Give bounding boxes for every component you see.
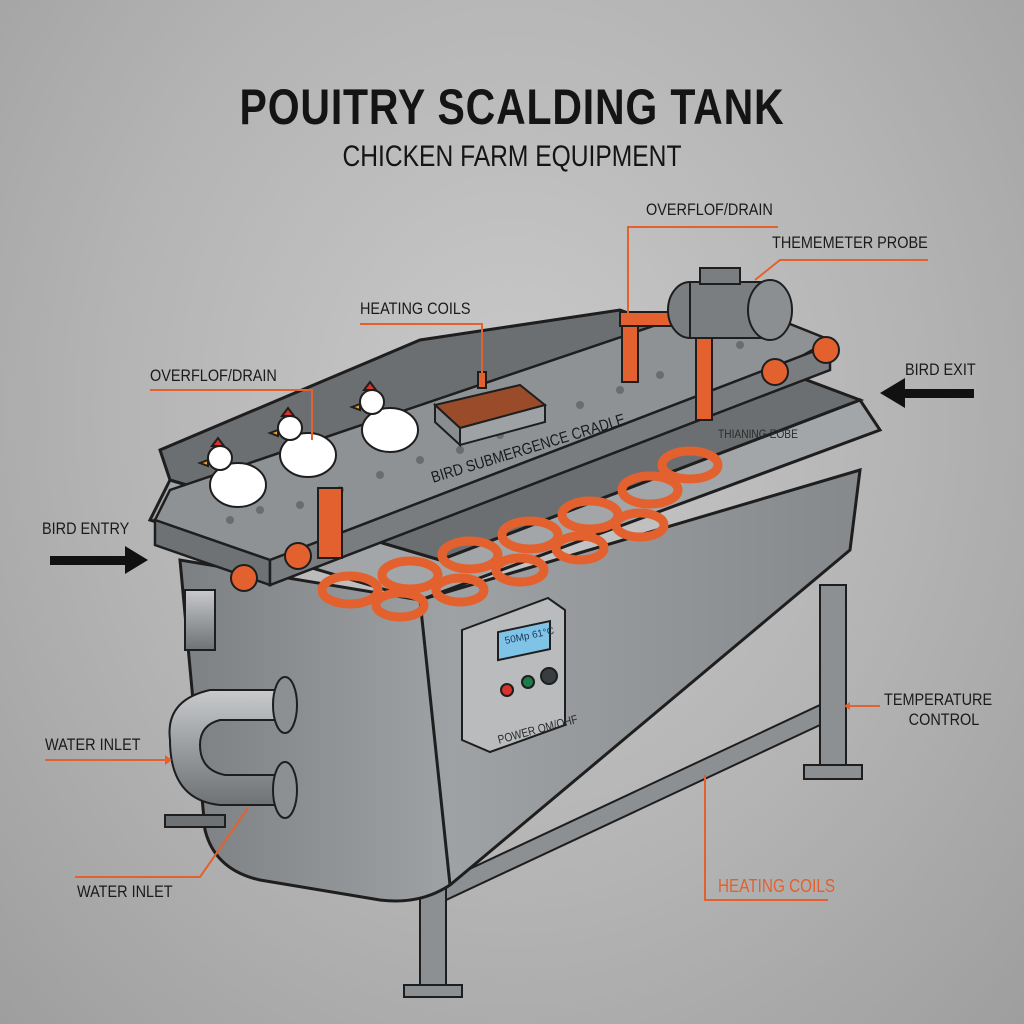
diagram-subtitle: CHICKEN FARM EQUIPMENT bbox=[342, 140, 682, 173]
label-overflow-drain-left: OVERFLOF/DRAIN bbox=[150, 366, 277, 385]
water-pipes bbox=[164, 589, 298, 828]
label-temperature-line2: CONTROL bbox=[908, 710, 980, 729]
leader-water-lower bbox=[75, 807, 249, 878]
heating-coils-group bbox=[317, 446, 723, 622]
leader-heating-bottom bbox=[704, 775, 828, 901]
leader-lines bbox=[45, 226, 928, 901]
label-temperature-line1: TEMPERATURE bbox=[884, 690, 993, 709]
flow-arrows bbox=[50, 378, 974, 574]
leader-heating-top bbox=[360, 323, 483, 375]
tank-legs bbox=[403, 584, 863, 998]
leader-overflow-top bbox=[627, 226, 778, 320]
leader-thermometer bbox=[754, 259, 928, 281]
heating-coil-box bbox=[432, 371, 548, 448]
bird-exit-arrow-icon bbox=[880, 378, 974, 408]
label-heating-coils-bottom: HEATING COILS bbox=[718, 876, 836, 896]
label-temperature-control: TEMPERATURE CONTROL bbox=[884, 690, 992, 730]
label-water-inlet-upper: WATER INLET bbox=[45, 735, 141, 754]
bird-entry-arrow-icon bbox=[50, 546, 148, 574]
chickens bbox=[197, 380, 419, 508]
control-panel bbox=[461, 596, 566, 754]
chicken-1 bbox=[197, 436, 267, 508]
chicken-3 bbox=[349, 380, 419, 453]
label-thaning-eobe: THIANING EOBE bbox=[718, 427, 798, 441]
label-water-inlet-lower: WATER INLET bbox=[77, 882, 173, 901]
motor bbox=[667, 267, 793, 341]
label-thermometer-probe: THEMEMETER PROBE bbox=[772, 233, 928, 252]
label-bird-exit: BIRD EXIT bbox=[905, 360, 976, 379]
label-overflow-drain-top: OVERFLOF/DRAIN bbox=[646, 200, 773, 219]
chicken-2 bbox=[267, 406, 337, 478]
label-heating-coils-top: HEATING COILS bbox=[360, 299, 471, 318]
diagram-title: POUITRY SCALDING TANK bbox=[239, 79, 785, 135]
leader-overflow-left bbox=[150, 389, 313, 440]
label-bird-entry: BIRD ENTRY bbox=[42, 519, 130, 538]
